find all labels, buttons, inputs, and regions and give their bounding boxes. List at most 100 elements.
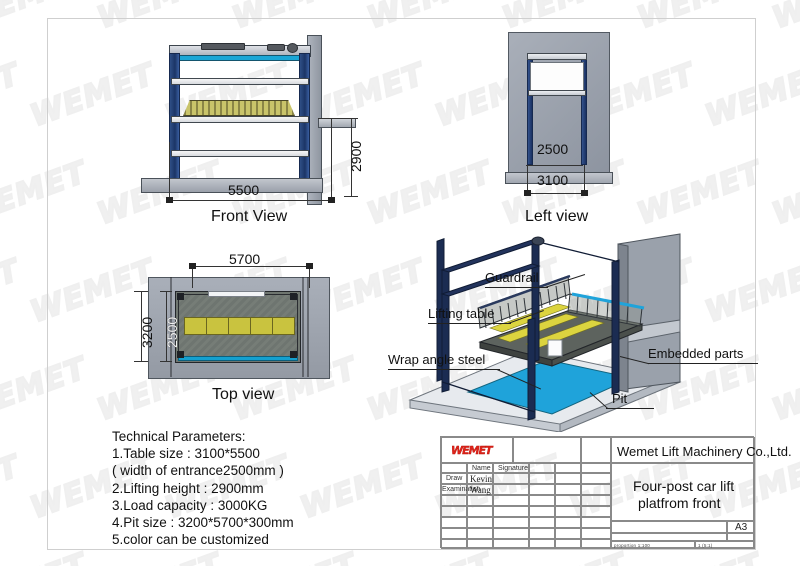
title-block-cell-empty (493, 506, 529, 517)
name-column-header: Name (472, 465, 491, 472)
title-block-format-cell (611, 521, 727, 533)
title-block-cell-empty (441, 539, 467, 549)
title-block-cell-empty (529, 463, 555, 473)
drawing-frame-border (47, 18, 756, 550)
title-block-cell-empty (555, 517, 581, 528)
top-view-length-dimension: 5700 (229, 251, 261, 267)
top-view-outer-dimension: 3200 (139, 316, 155, 348)
title-block-cell-empty (581, 484, 611, 495)
title-block-cell-empty (493, 517, 529, 528)
title-block-cell-empty (441, 528, 467, 539)
title-block-name-header (467, 463, 493, 473)
title-block: WEMET Wemet Lift Machinery Co.,Ltd. Name… (440, 436, 792, 549)
title-block-cell-empty (727, 533, 755, 541)
title-block-cell-name-draw (467, 473, 493, 484)
title-block-cell-empty (441, 506, 467, 517)
left-view-width-dimension: 3100 (537, 172, 569, 188)
title-block-cell-empty (493, 528, 529, 539)
title-block-cell-empty (581, 528, 611, 539)
role-label-draw: Draw (446, 475, 463, 482)
role-label-examination: Examination (442, 486, 481, 493)
signature-column-header: Signature (498, 465, 528, 472)
title-block-cell-empty (513, 437, 581, 463)
scale-value: 1 (5:1) (698, 543, 713, 548)
title-block-drawing-title-cell (611, 463, 755, 521)
title-block-cell-empty (555, 506, 581, 517)
wemet-logo: WEMET (451, 444, 493, 457)
technical-parameters-block: Technical Parameters: 1.Table size : 310… (112, 428, 294, 548)
title-block-cell-empty (529, 539, 555, 549)
tech-params-line: 2.Lifting height : 2900mm (112, 480, 264, 496)
title-block-cell-empty (441, 517, 467, 528)
title-block-cell-name-exam (467, 484, 493, 495)
title-block-cell-empty (441, 495, 467, 506)
tech-params-line: ( width of entrance2500mm ) (112, 463, 284, 479)
title-block-cell-empty (555, 528, 581, 539)
title-block-cell-empty (581, 517, 611, 528)
title-block-role-draw (441, 473, 467, 484)
title-block-cell-empty (555, 539, 581, 549)
tech-params-line: 5.color can be customized (112, 532, 269, 548)
title-block-cell-empty (467, 495, 493, 506)
title-block-cell-empty (555, 495, 581, 506)
title-block-cell-empty (529, 495, 555, 506)
front-view-label: Front View (211, 208, 288, 225)
title-block-cell-empty (529, 517, 555, 528)
watermark-text: WEMET (767, 0, 800, 37)
title-block-cell-empty (529, 484, 555, 495)
examined-by-name: Wang (470, 485, 491, 495)
drawing-title-line2: platfrom front (638, 495, 721, 511)
isometric-view-drawing (380, 232, 780, 432)
title-block-cell-empty (467, 506, 493, 517)
title-block-logo-cell (441, 437, 513, 463)
top-view-inner-dimension: 2500 (164, 316, 180, 348)
title-block-cell-empty (581, 539, 611, 549)
title-block-a3-cell (727, 521, 755, 533)
title-block-cell-empty (581, 506, 611, 517)
watermark-text: WEMET (0, 448, 25, 527)
watermark-text: WEMET (767, 546, 800, 566)
front-view-width-dimension: 5500 (228, 182, 260, 198)
title-block-cell-sig-exam (493, 484, 529, 495)
title-block-company-cell (611, 437, 755, 463)
top-view-drawing (148, 277, 330, 379)
title-block-cell-empty (555, 484, 581, 495)
iso-callout-embedded-parts: Embedded parts (648, 346, 744, 361)
tech-params-line: 1.Table size : 3100*5500 (112, 446, 260, 462)
title-block-scale-cell (695, 541, 755, 549)
title-block-cell-empty (529, 473, 555, 484)
proportion-value: proportion 1:100 (614, 543, 650, 548)
watermark-text: WEMET (0, 252, 25, 331)
title-block-cell-empty (581, 463, 611, 473)
title-block-cell-empty (529, 506, 555, 517)
title-block-cell-empty (555, 463, 581, 473)
iso-callout-lifting-table: Lifting table (428, 306, 495, 321)
drawn-by-name: Kevin (470, 474, 492, 484)
tech-params-line: 3.Load capacity : 3000KG (112, 497, 268, 513)
title-block-cell-empty (581, 495, 611, 506)
tech-params-line: 4.Pit size : 3200*5700*300mm (112, 515, 294, 531)
title-block-cell-empty (581, 473, 611, 484)
title-block-cell-empty (529, 528, 555, 539)
drawing-title-line1: Four-post car lift (633, 478, 735, 494)
tech-params-heading: Technical Parameters: (112, 429, 246, 444)
iso-callout-guardrail: Guardrail (485, 270, 539, 285)
title-block-signature-header (493, 463, 529, 473)
title-block-cell-empty (611, 533, 727, 541)
title-block-cell-empty (493, 495, 529, 506)
title-block-cell-sig-draw (493, 473, 529, 484)
title-block-cell-empty (581, 437, 611, 463)
iso-callout-pit: Pit (612, 391, 628, 406)
front-view-height-dimension: 2900 (348, 140, 364, 172)
title-block-cell-empty (467, 539, 493, 549)
title-block-cell-empty (493, 539, 529, 549)
left-view-inner-dimension: 2500 (537, 141, 569, 157)
top-view-label: Top view (212, 386, 275, 403)
watermark-text: WEMET (767, 154, 800, 233)
title-block-proportion-cell (611, 541, 695, 549)
left-view-label: Left view (525, 208, 589, 225)
watermark-text: WEMET (0, 56, 25, 135)
title-block-cell-empty (467, 517, 493, 528)
sheet-format-label: A3 (735, 522, 748, 533)
